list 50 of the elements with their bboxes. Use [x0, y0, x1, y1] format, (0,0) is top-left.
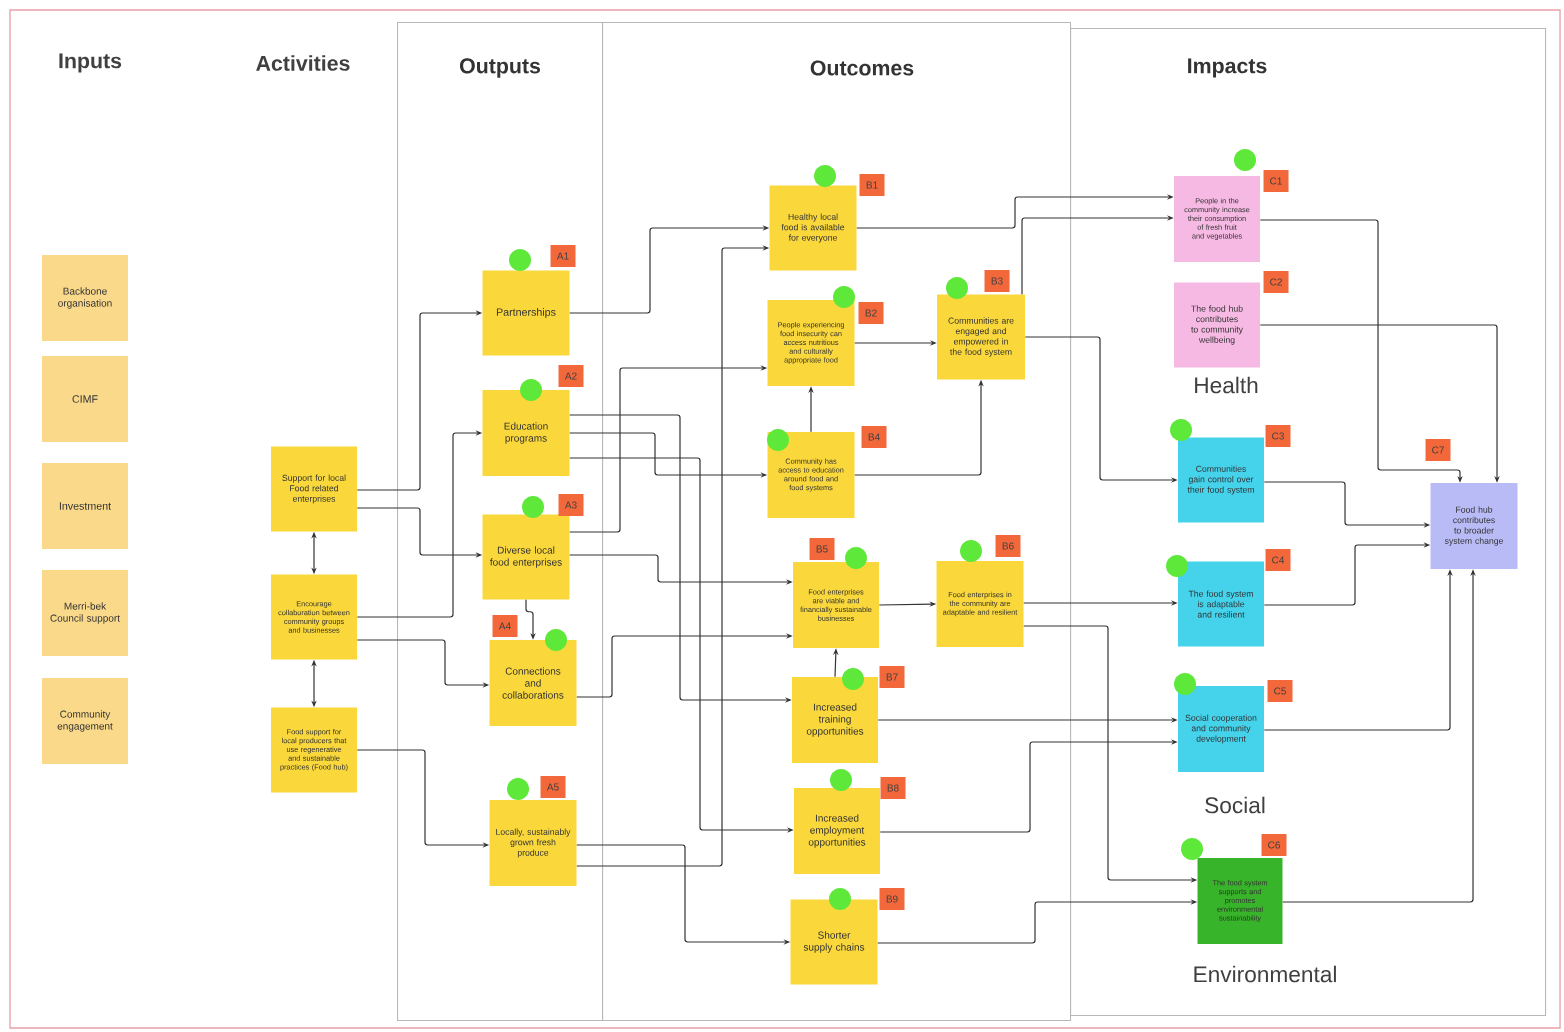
tag-label: C1: [1263, 170, 1289, 192]
column-heading: Outputs: [460, 58, 540, 78]
tag-label: B5: [809, 538, 835, 560]
tag-label: A3: [558, 494, 584, 516]
tag-label: B7: [879, 666, 905, 688]
tag-label: A1: [550, 245, 576, 267]
tag-label: C6: [1261, 834, 1287, 856]
sticky-note: Connections and collaborations: [489, 640, 577, 726]
section-label: Social: [1205, 796, 1265, 814]
sticky-note: The food hub contributes to community wellbeing: [1174, 282, 1260, 368]
sticky-note: Partnerships: [482, 270, 570, 356]
sticky-note: Investment: [42, 463, 128, 549]
tag-label: C5: [1267, 680, 1293, 702]
sticky-note: Social cooperation and community development: [1178, 686, 1264, 772]
sticky-note: CIMF: [42, 356, 128, 442]
tag-label: A4: [492, 615, 518, 637]
column-heading: Activities: [256, 55, 350, 71]
tag-label: C7: [1425, 439, 1451, 461]
sticky-note: Merri-bek Council support: [42, 570, 128, 656]
tag-label: C3: [1265, 425, 1291, 447]
sticky-note: Food hub contributes to broader system change: [1430, 483, 1518, 569]
section-label: Environmental: [1194, 965, 1336, 983]
tag-label: B4: [861, 426, 887, 448]
sticky-note: The food system is adaptable and resilient: [1178, 561, 1264, 647]
sticky-note: Locally, sustainably grown fresh produce: [489, 800, 577, 886]
sticky-note: Diverse local food enterprises: [482, 514, 570, 600]
tag-label: A2: [558, 365, 584, 387]
sticky-note: Healthy local food is available for everyone: [769, 185, 857, 271]
tag-label: B9: [879, 888, 905, 910]
section-label: Health: [1195, 376, 1258, 394]
sticky-note: Communities gain control over their food system: [1178, 437, 1264, 523]
sticky-note: Increased training opportunities: [792, 677, 878, 763]
tag-label: A5: [540, 776, 566, 798]
tag-label: C2: [1263, 271, 1289, 293]
tag-label: B2: [858, 302, 884, 324]
sticky-note: Shorter supply chains: [790, 899, 878, 985]
sticky-note: Increased employment opportunities: [794, 788, 880, 874]
tag-label: B8: [880, 777, 906, 799]
column-heading: Impacts: [1188, 58, 1267, 78]
tag-label: B1: [859, 174, 885, 196]
sticky-note: Backbone organisation: [42, 255, 128, 341]
column-heading: Outcomes: [810, 60, 914, 76]
sticky-note: Support for local Food related enterprises: [271, 446, 357, 532]
tag-label: C4: [1265, 549, 1291, 571]
tag-label: B3: [984, 270, 1010, 292]
sticky-note: Communities are engaged and empowered in the food system: [937, 294, 1025, 380]
column-heading: Inputs: [59, 53, 122, 73]
sticky-note: Community engagement: [42, 678, 128, 764]
tag-label: B6: [995, 535, 1021, 557]
sticky-note: Education programs: [482, 390, 570, 476]
